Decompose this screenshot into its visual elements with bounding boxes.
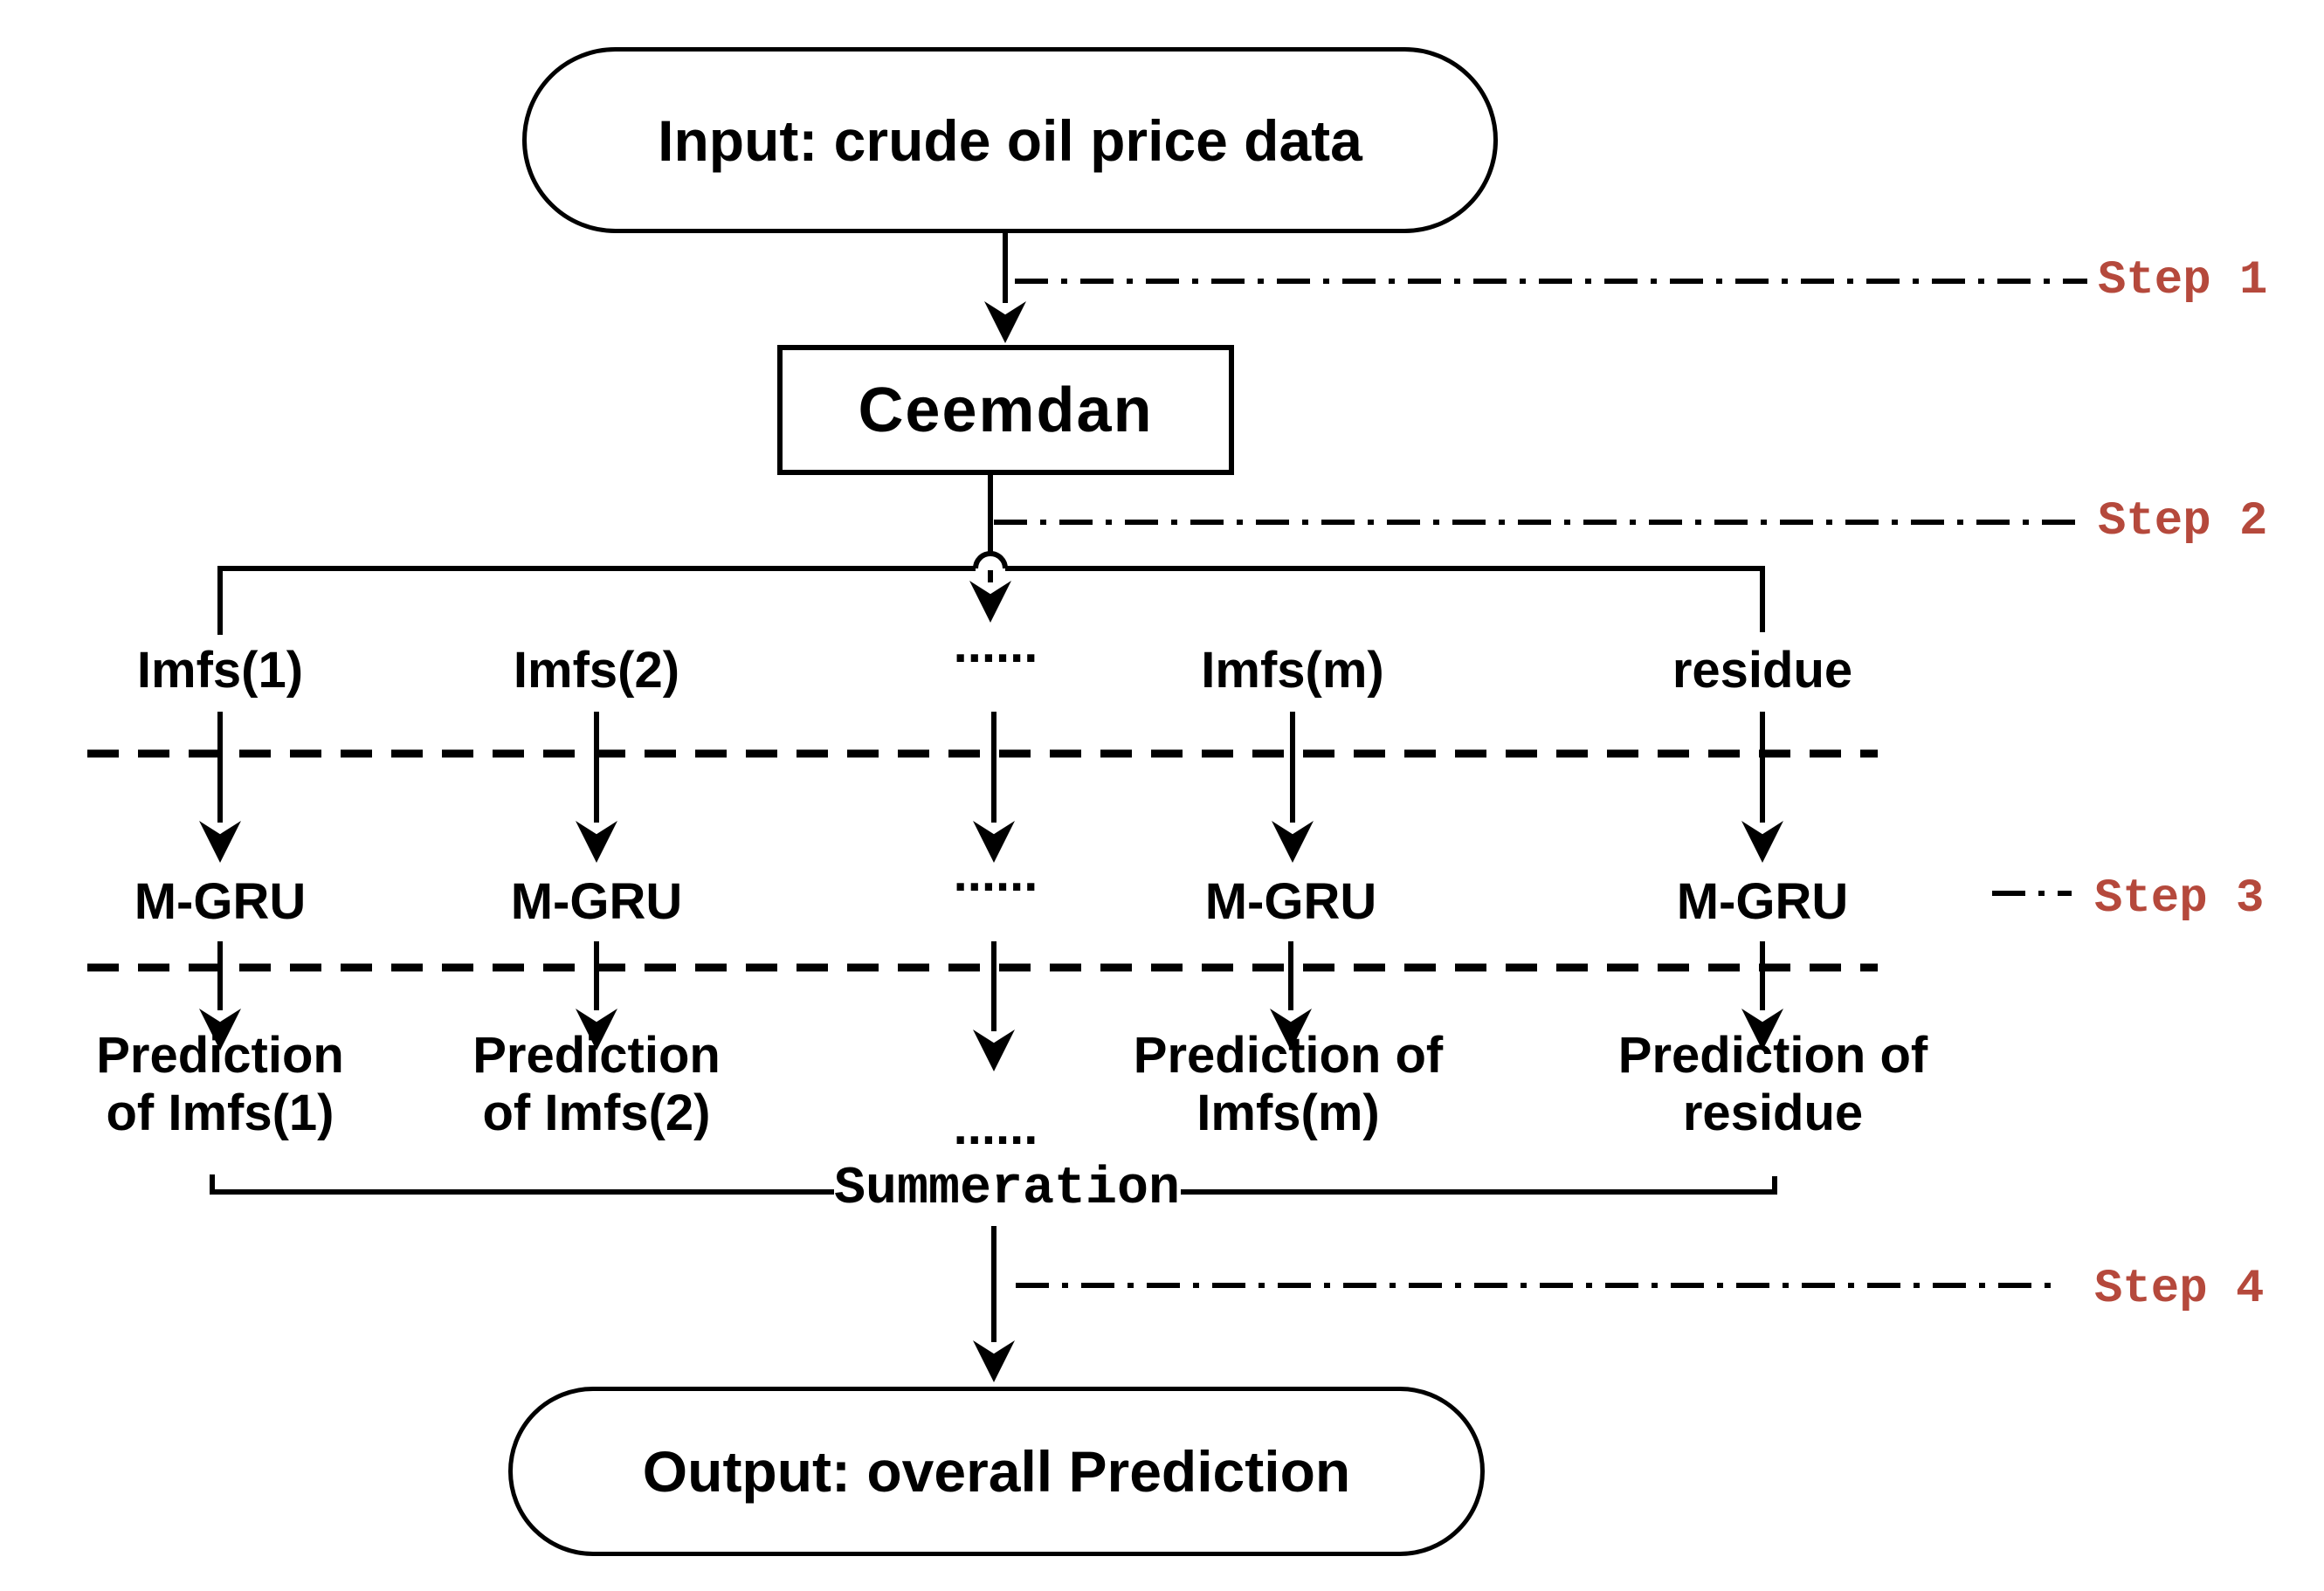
- output-node-label: Output: overall Prediction: [642, 1439, 1351, 1504]
- prediction1-line2: of Imfs(1): [106, 1085, 334, 1141]
- branch-hop-arc: [973, 551, 1008, 569]
- summation-label: Summeration: [833, 1160, 1181, 1219]
- prediction1-line1: Prediction: [96, 1027, 344, 1084]
- predictionr-line1: Prediction of: [1617, 1027, 1928, 1084]
- prediction2-line2: of Imfs(2): [482, 1085, 711, 1141]
- residue-label: residue: [1672, 642, 1853, 699]
- ceemdan-node-label: Ceemdan: [858, 375, 1154, 445]
- mgrur-label: M-GRU: [1676, 873, 1849, 930]
- imf1-label: Imfs(1): [136, 642, 304, 699]
- predictionr-line2: residue: [1682, 1085, 1864, 1141]
- predictionm-line2: Imfs(m): [1196, 1085, 1380, 1141]
- prediction2-line1: Prediction: [472, 1027, 721, 1084]
- predictionm-label: Prediction of Imfs(m): [1134, 1027, 1443, 1142]
- step2-label: Step 2: [2098, 495, 2268, 548]
- imf-ellipsis-label: ......: [953, 616, 1038, 673]
- ceemdan-node: Ceemdan: [777, 345, 1234, 475]
- mgru-ellipsis-label: ......: [953, 845, 1038, 902]
- predictionr-label: Prediction of residue: [1618, 1027, 1927, 1142]
- input-node-label: Input: crude oil price data: [658, 107, 1362, 173]
- mgru1-label: M-GRU: [134, 873, 307, 930]
- step3-label: Step 3: [2094, 872, 2265, 926]
- imfm-label: Imfs(m): [1201, 642, 1384, 699]
- predictionm-line1: Prediction of: [1133, 1027, 1444, 1084]
- step1-label: Step 1: [2098, 254, 2268, 307]
- prediction-ellipsis-label: ......: [953, 1099, 1038, 1155]
- step4-label: Step 4: [2094, 1263, 2265, 1316]
- imf2-label: Imfs(2): [513, 642, 680, 699]
- prediction2-label: Prediction of Imfs(2): [472, 1027, 721, 1142]
- summation-bracket: [210, 1174, 1777, 1195]
- prediction1-label: Prediction of Imfs(1): [96, 1027, 344, 1142]
- output-node: Output: overall Prediction: [508, 1387, 1485, 1556]
- mgrum-label: M-GRU: [1204, 873, 1377, 930]
- mgru2-label: M-GRU: [510, 873, 683, 930]
- input-node: Input: crude oil price data: [522, 47, 1498, 233]
